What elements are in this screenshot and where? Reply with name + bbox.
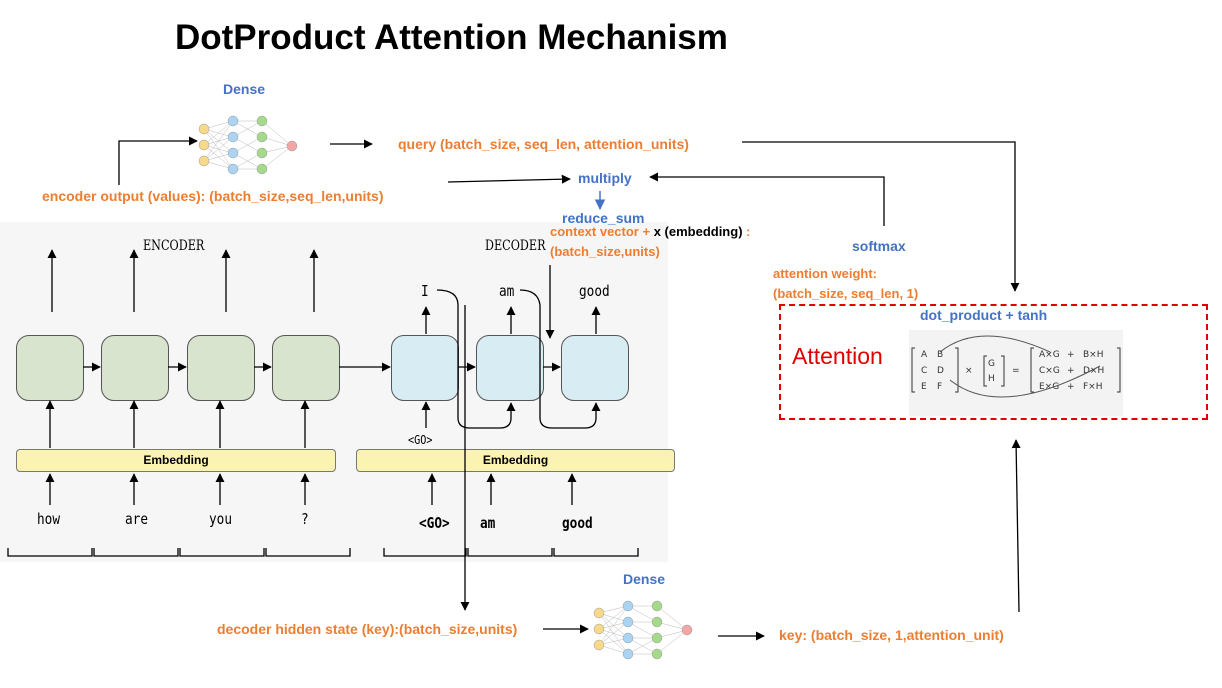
matrix-entry: D×H <box>1083 366 1105 376</box>
context-vector-label: context vector + x (embedding) : <box>550 224 750 239</box>
matrix-entry: E <box>921 382 927 392</box>
key-label: key: (batch_size, 1,attention_unit) <box>779 627 1004 643</box>
context-embedding-text: x (embedding) <box>653 224 747 239</box>
decoder-output-word: good <box>579 282 610 300</box>
query-label: query (batch_size, seq_len, attention_un… <box>398 136 689 152</box>
page-title: DotProduct Attention Mechanism <box>175 18 728 57</box>
context-colon: : <box>746 224 751 239</box>
decoder-cell <box>561 335 629 401</box>
matrix-entry: + <box>1067 350 1075 360</box>
decoder-title: DECODER <box>485 238 546 254</box>
matrix-entry: E×G <box>1039 382 1060 392</box>
encoder-input-word: are <box>125 510 149 528</box>
softmax-label: softmax <box>852 238 906 254</box>
attention-box <box>779 304 1208 420</box>
decoder-input-word: am <box>480 514 496 532</box>
context-shape-label: (batch_size,units) <box>550 244 660 259</box>
attention-weight-shape: (batch_size, seq_len, 1) <box>773 286 919 301</box>
matrix-entry: D <box>937 366 944 376</box>
decoder-input-word: <GO> <box>419 514 450 532</box>
dense-bottom-label: Dense <box>623 571 666 587</box>
decoder-embedding: Embedding <box>356 449 675 472</box>
decoder-output-word: I <box>421 282 429 300</box>
attention-label: Attention <box>792 343 883 369</box>
encoder-input-word: how <box>37 510 61 528</box>
matrix-entry: A <box>921 350 928 360</box>
reduce-sum-label: reduce_sum <box>562 210 645 226</box>
matrix-entry: C <box>921 366 928 376</box>
decoder-input-word: good <box>562 514 593 532</box>
encoder-title: ENCODER <box>143 238 205 254</box>
dense-top-label: Dense <box>223 81 266 97</box>
multiply-label: multiply <box>578 170 632 186</box>
encoder-cell <box>101 335 169 401</box>
matrix-operator: × <box>965 366 973 376</box>
neural-network-icon <box>593 600 693 660</box>
matrix-entry: C×G <box>1039 366 1060 376</box>
matrix-entry: H <box>988 374 995 384</box>
decoder-cell <box>476 335 544 401</box>
matrix-entry: A×G <box>1039 350 1060 360</box>
encoder-embedding: Embedding <box>16 449 336 472</box>
matrix-entry: + <box>1067 366 1075 376</box>
matrix-entry: F <box>937 382 943 392</box>
matrix-entry: + <box>1067 382 1075 392</box>
go-token: <GO> <box>408 433 433 447</box>
encoder-input-word: ? <box>301 510 309 528</box>
matrix-entry: F×H <box>1083 382 1103 392</box>
context-vector-text: context vector + <box>550 224 654 239</box>
neural-network-icon <box>198 115 298 175</box>
decoder-hidden-label: decoder hidden state (key):(batch_size,u… <box>217 621 518 637</box>
encoder-output-label: encoder output (values): (batch_size,seq… <box>42 188 384 204</box>
matrix-entry: B×H <box>1083 350 1104 360</box>
matrix-entry: G <box>988 359 995 369</box>
encoder-cell <box>187 335 255 401</box>
decoder-cell <box>391 335 459 401</box>
dot-product-label: dot_product + tanh <box>920 307 1048 323</box>
encoder-input-word: you <box>209 510 233 528</box>
matrix-entry: B <box>937 350 944 360</box>
decoder-output-word: am <box>499 282 515 300</box>
attention-weight-label: attention weight: <box>773 266 877 281</box>
matrix-operator: = <box>1012 366 1020 376</box>
